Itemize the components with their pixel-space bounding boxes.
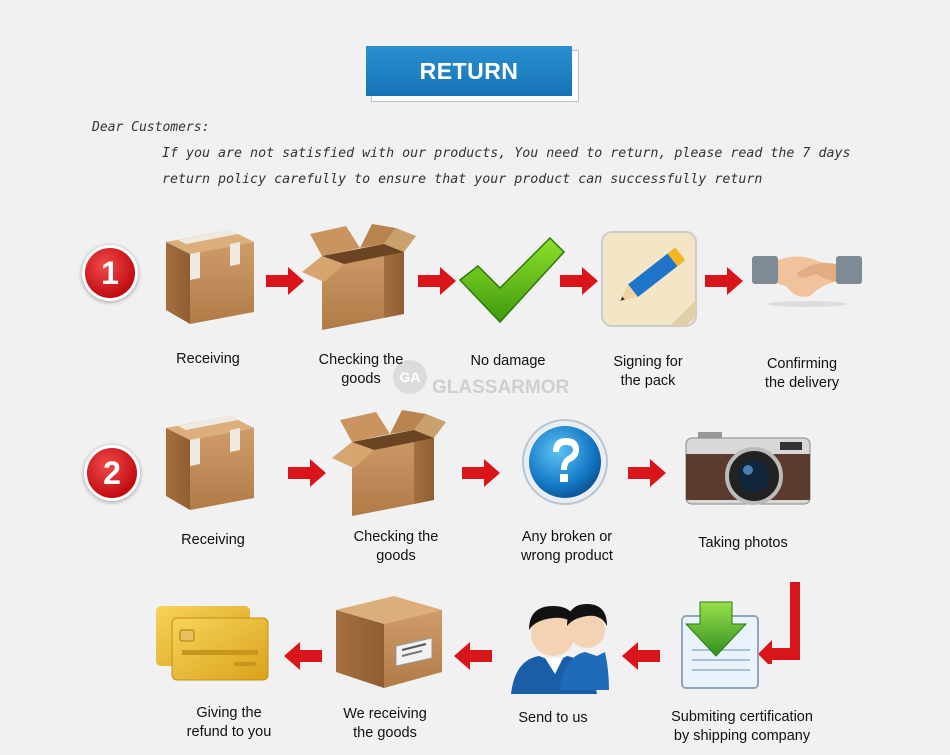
camera-icon <box>685 432 811 505</box>
question-mark-icon <box>522 419 608 505</box>
open-box-icon <box>332 410 446 516</box>
arrow-right-icon <box>288 459 326 487</box>
step-badge-1: 1 <box>85 248 135 298</box>
watermark-logo: GA <box>393 360 427 394</box>
arrow-right-icon <box>462 459 500 487</box>
arrow-right-icon <box>628 459 666 487</box>
closed-box-icon <box>166 416 254 510</box>
step-label: Taking photos <box>698 535 788 551</box>
page-title: RETURN <box>366 46 572 96</box>
arrow-left-icon <box>454 642 492 670</box>
support-agents-icon <box>511 604 609 694</box>
step-label: No damage <box>470 353 546 369</box>
arrow-left-icon <box>284 642 322 670</box>
step-label: Receiving <box>181 532 245 548</box>
step-label: Send to us <box>518 710 588 726</box>
watermark-text: GLASSARMOR <box>432 377 570 398</box>
intro-line-2: return policy carefully to ensure that y… <box>162 172 763 187</box>
download-document-icon <box>681 601 759 689</box>
arrow-right-icon <box>705 267 743 295</box>
closed-box-icon <box>166 230 254 324</box>
arrow-right-icon <box>266 267 304 295</box>
arrow-right-icon <box>418 267 456 295</box>
intro-line-1: If you are not satisfied with our produc… <box>162 146 851 161</box>
credit-card-icon <box>156 606 269 681</box>
checkmark-icon <box>458 236 566 324</box>
handshake-icon <box>752 256 862 307</box>
greeting: Dear Customers: <box>92 120 210 135</box>
open-box-icon <box>302 224 416 330</box>
labeled-box-icon <box>336 596 442 688</box>
arrow-left-icon <box>622 642 660 670</box>
connector-arrow-icon <box>758 582 800 664</box>
step-badge-2: 2 <box>87 448 137 498</box>
arrow-right-icon <box>560 267 598 295</box>
step-label: Receiving <box>176 351 240 367</box>
pencil-note-icon <box>601 231 697 327</box>
